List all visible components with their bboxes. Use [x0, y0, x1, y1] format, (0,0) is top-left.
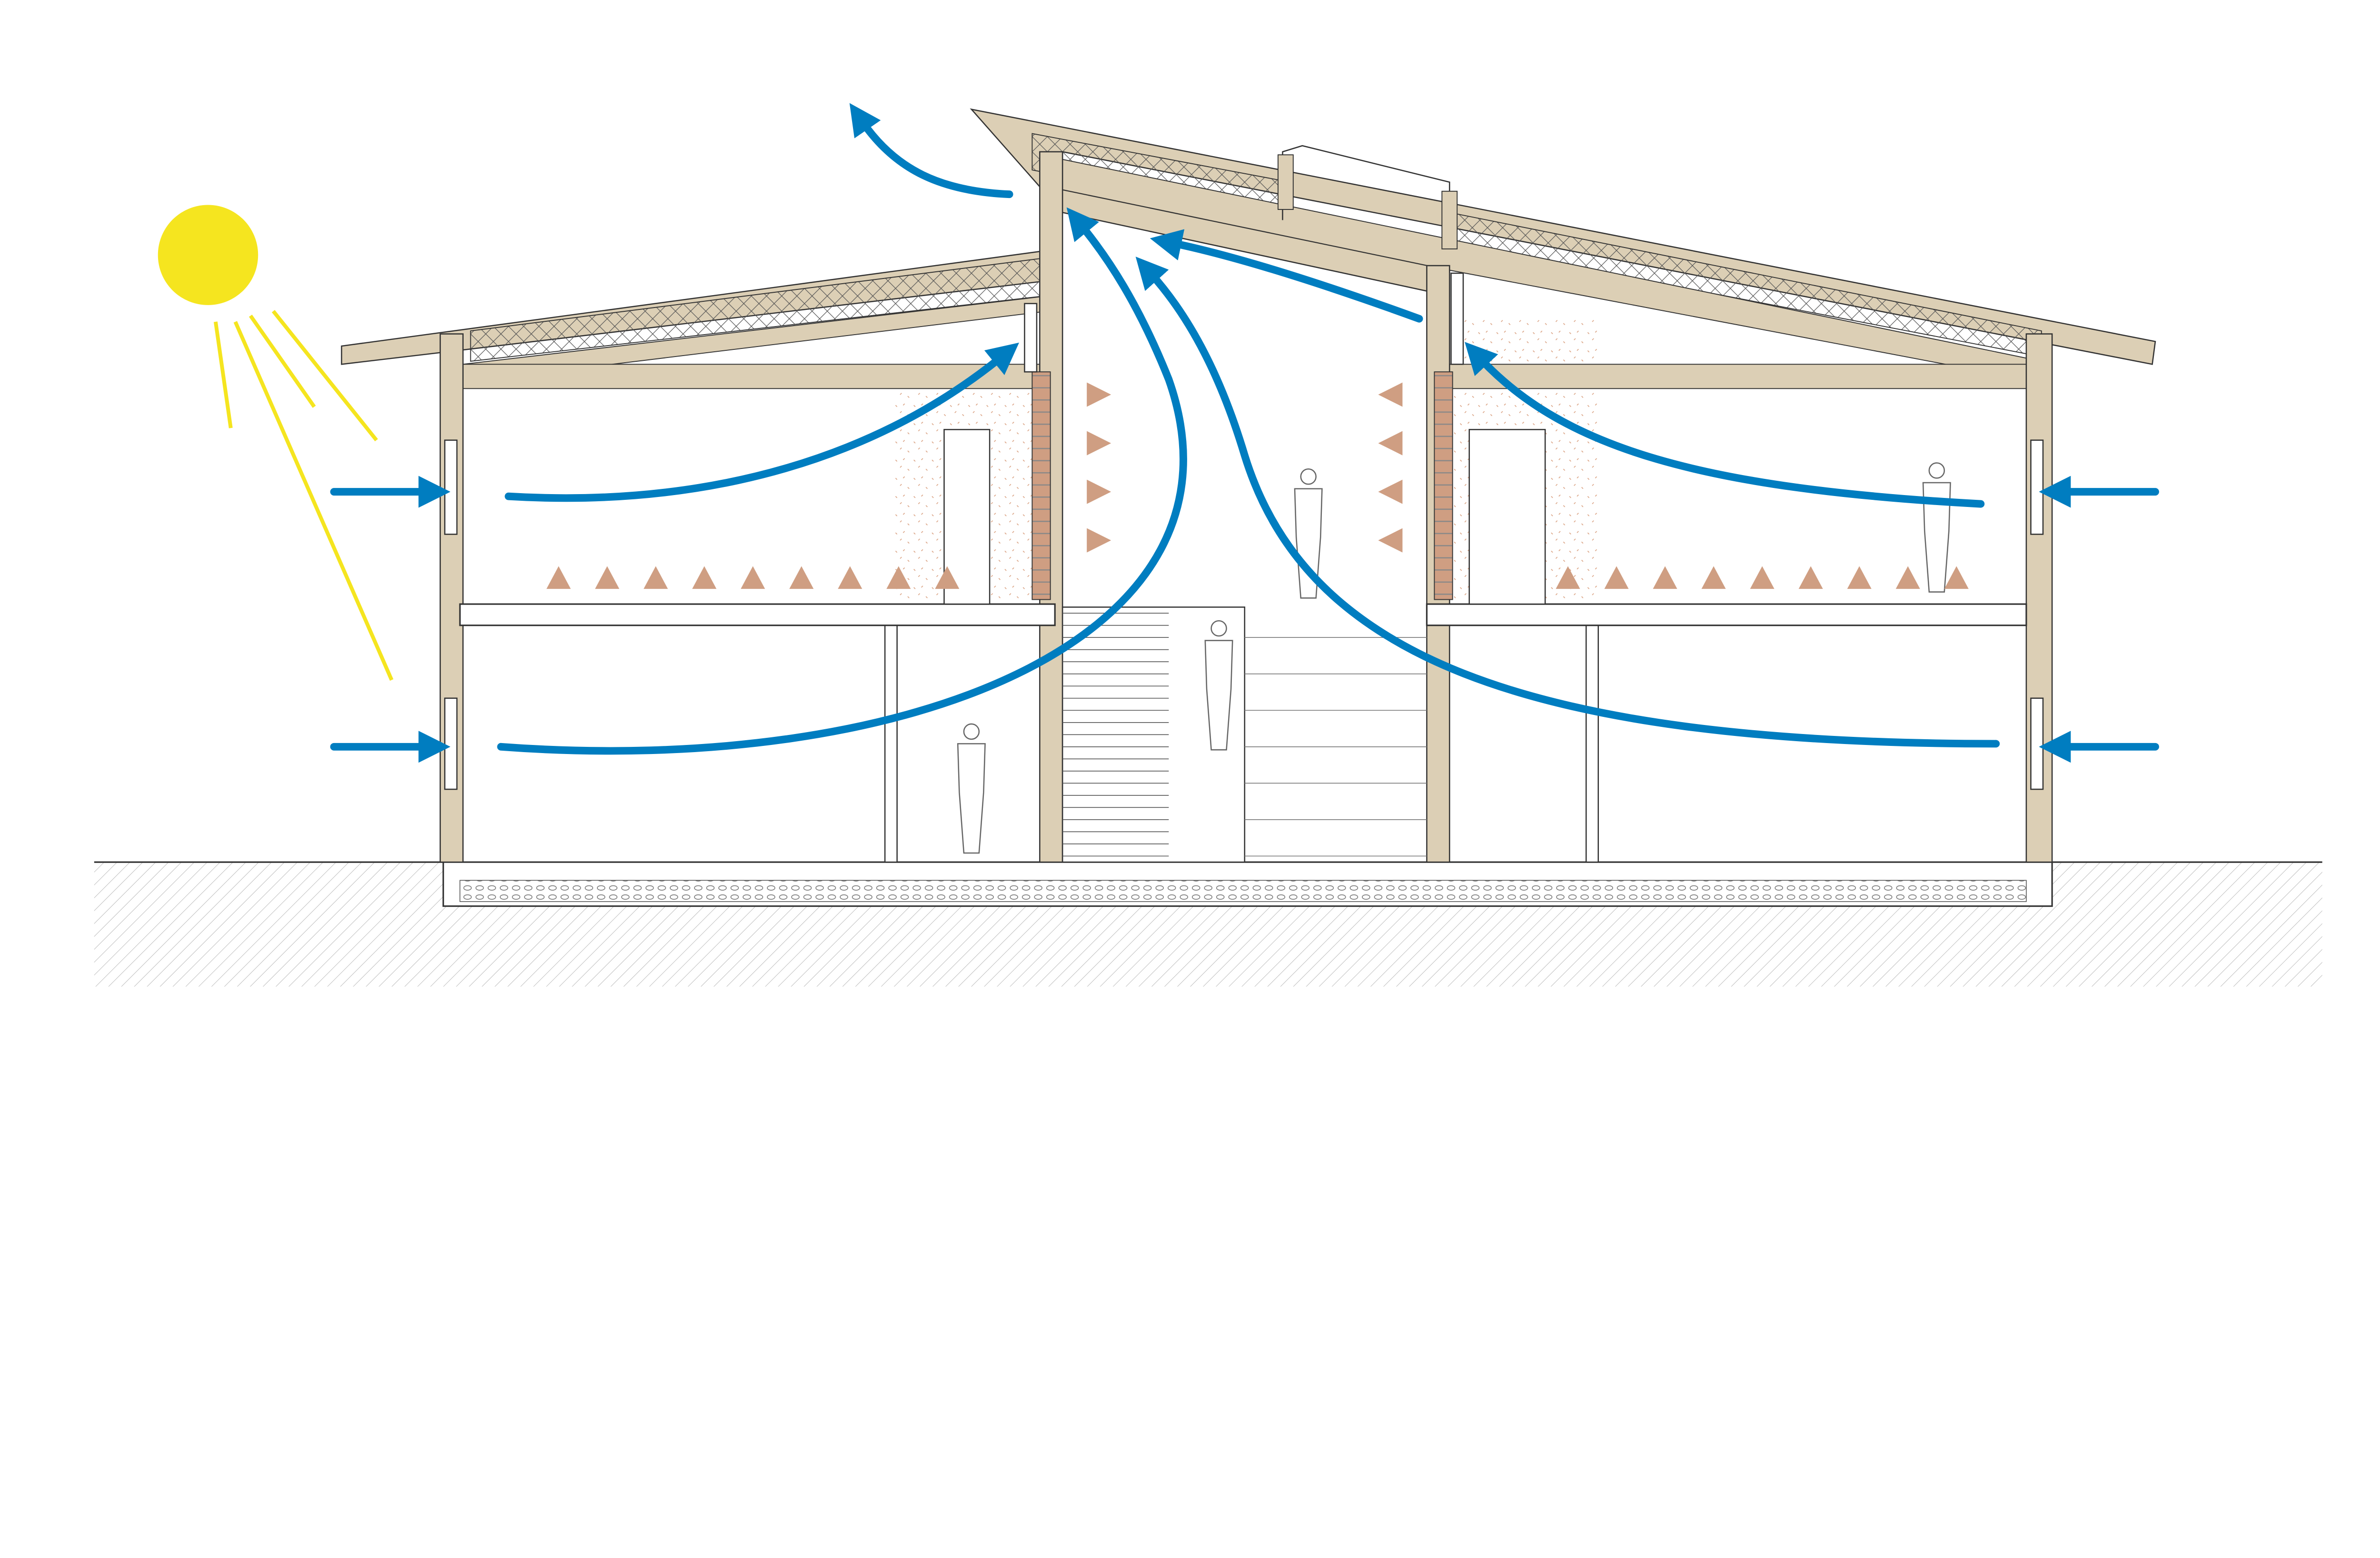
person-silhouette: [1294, 468, 1323, 599]
door-right: [1468, 429, 1546, 605]
upper-floor-right: [1426, 603, 2027, 626]
heat-triangle-up: [886, 566, 911, 589]
heat-triangle-up: [935, 566, 960, 589]
interior-partition-right: [1585, 625, 1599, 863]
heat-triangle-up: [692, 566, 717, 589]
person-head: [1210, 620, 1227, 637]
central-column-left: [1039, 151, 1063, 863]
heat-triangle-up: [1895, 566, 1920, 589]
sun: [158, 205, 394, 681]
heat-triangle-right: [1087, 382, 1111, 407]
heat-triangle-up: [1653, 566, 1677, 589]
person-silhouette: [1922, 462, 1951, 593]
interior-partition-left: [884, 625, 898, 863]
person-head: [963, 723, 980, 740]
person-body: [1922, 482, 1951, 593]
person-head: [1928, 462, 1945, 479]
heat-triangle-up: [741, 566, 765, 589]
people-silhouettes: [957, 462, 1951, 854]
person-body: [957, 743, 986, 854]
left-roof: [341, 249, 1048, 389]
heat-triangle-up: [595, 566, 620, 589]
building-section-diagram: [94, 103, 2322, 987]
sun-rays: [213, 310, 394, 681]
person-body: [1294, 488, 1323, 599]
heat-triangle-up: [789, 566, 814, 589]
foundation-slab: [442, 861, 2053, 907]
person-silhouette: [957, 723, 986, 854]
heat-triangle-up: [546, 566, 571, 589]
airflow-lower-left: [497, 207, 1187, 755]
staircase: [1061, 606, 1427, 863]
heat-triangle-right: [1087, 479, 1111, 504]
airflow-high-right: [1150, 229, 1423, 323]
airflow-upper-left: [505, 342, 1020, 502]
heat-triangle-up: [1944, 566, 1969, 589]
sun-icon: [158, 205, 258, 305]
central-high-roof: [970, 108, 2156, 389]
heat-triangle-up: [838, 566, 863, 589]
heat-triangle-right: [1087, 528, 1111, 553]
heat-radiation-markers: [546, 382, 1969, 589]
brick-thermal-mass-left: [1031, 371, 1051, 600]
heat-triangle-up: [1604, 566, 1629, 589]
airflow-arrows: [330, 103, 2159, 763]
person-head: [1300, 468, 1317, 485]
brick-thermal-mass-right: [1434, 371, 1453, 600]
airflow-upper-right: [1465, 342, 1985, 508]
heat-triangle-left: [1378, 382, 1403, 407]
person-body: [1204, 640, 1233, 751]
heat-triangle-up: [644, 566, 668, 589]
exhaust-airflow: [849, 103, 1013, 198]
heat-triangle-up: [1750, 566, 1775, 589]
heat-triangle-left: [1378, 479, 1403, 504]
skylight: [1277, 145, 1458, 249]
heat-triangle-left: [1378, 431, 1403, 456]
heat-triangle-up: [1556, 566, 1580, 589]
airflow-lower-right: [1135, 257, 2000, 748]
person-silhouette: [1204, 620, 1233, 751]
heat-triangle-right: [1087, 431, 1111, 456]
upper-floor-left: [459, 603, 1056, 626]
heat-triangle-up: [1798, 566, 1823, 589]
heat-triangle-up: [1847, 566, 1872, 589]
heat-triangle-left: [1378, 528, 1403, 553]
heat-triangle-up: [1701, 566, 1726, 589]
